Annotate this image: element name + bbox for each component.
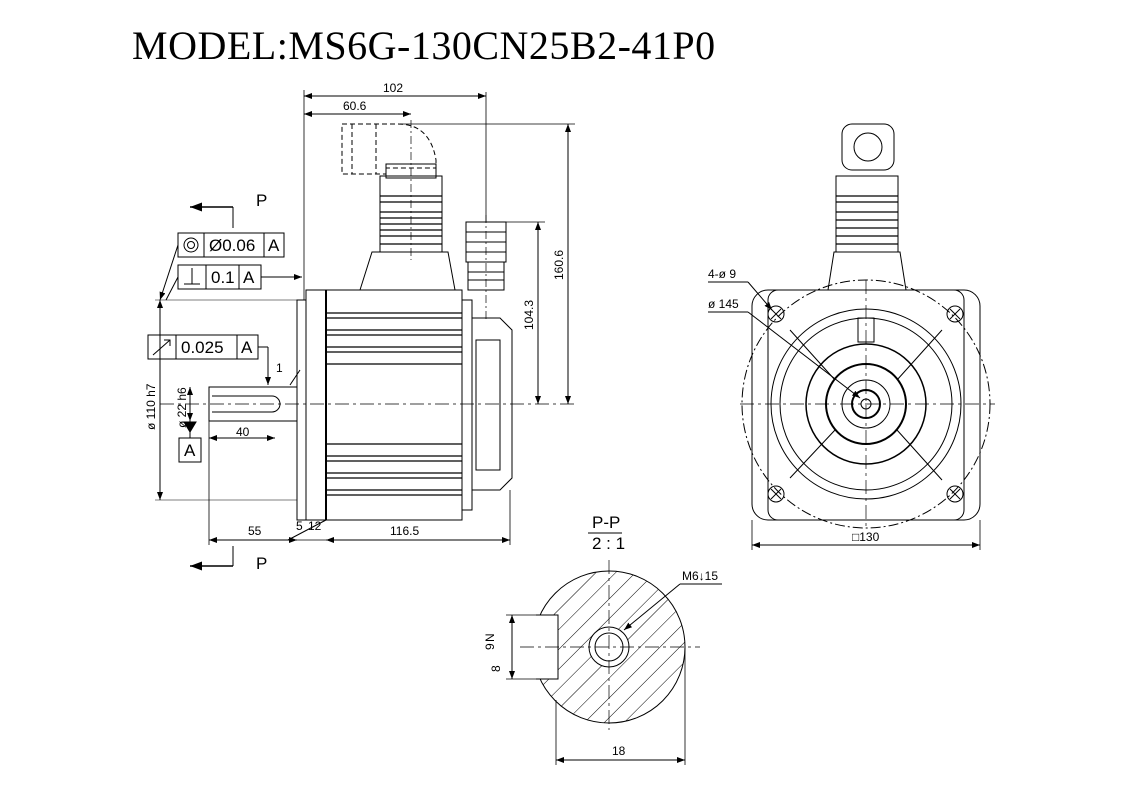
dim-n: N <box>483 633 497 642</box>
dim-thread: M6↓15 <box>682 569 718 583</box>
side-view-dimensions: 102 60.6 160.6 104.3 1 40 ø 110 h7 ø 22 … <box>144 81 575 545</box>
dim-104-3: 104.3 <box>522 300 536 330</box>
section-title: P-P <box>592 513 620 532</box>
dim-102: 102 <box>383 81 403 95</box>
model-title: MODEL:MS6G-130CN25B2-41P0 <box>132 23 716 68</box>
motor-side-view <box>160 120 575 521</box>
svg-text:A: A <box>184 441 196 460</box>
dim-18: 18 <box>612 744 626 758</box>
tolerance-frame-runout: 0.025 A <box>147 334 271 385</box>
dim-5: 5 <box>296 519 303 533</box>
dim-60-6: 60.6 <box>343 99 367 113</box>
dim-145: ø 145 <box>708 297 739 311</box>
dim-116-5: 116.5 <box>390 524 419 538</box>
dim-n9: 9 <box>483 643 497 650</box>
section-arrow-top: P <box>190 191 267 228</box>
dim-1: 1 <box>276 361 283 375</box>
front-view-dimensions: 4-ø 9 ø 145 □130 <box>708 267 981 550</box>
tolerance-frame-perpendicularity: 0.1 A <box>177 264 302 290</box>
dim-55: 55 <box>248 524 262 538</box>
tolerance-frame-concentricity: Ø0.06 A <box>177 232 285 258</box>
section-mark-top: P <box>256 191 267 210</box>
section-mark-bottom: P <box>256 554 267 573</box>
dim-110: ø 110 h7 <box>144 383 158 430</box>
svg-text:Ø0.06: Ø0.06 <box>209 236 255 255</box>
dim-4x9: 4-ø 9 <box>708 267 736 281</box>
dim-40: 40 <box>236 425 250 439</box>
dim-8: 8 <box>489 665 503 672</box>
svg-text:0.025: 0.025 <box>181 338 224 357</box>
datum-a: A <box>178 408 202 463</box>
dim-130: □130 <box>852 530 880 544</box>
dim-160-6: 160.6 <box>552 250 566 280</box>
dim-22: ø 22 h6 <box>175 387 189 428</box>
svg-text:0.1: 0.1 <box>211 268 235 287</box>
motor-front-view <box>740 123 995 530</box>
section-scale: 2 : 1 <box>592 534 625 553</box>
svg-text:A: A <box>243 268 255 287</box>
svg-text:A: A <box>268 236 280 255</box>
section-view: P-P 2 : 1 M6↓15 9 N 8 18 <box>483 513 722 765</box>
svg-text:A: A <box>241 338 253 357</box>
section-arrow-bottom: P <box>190 546 267 573</box>
